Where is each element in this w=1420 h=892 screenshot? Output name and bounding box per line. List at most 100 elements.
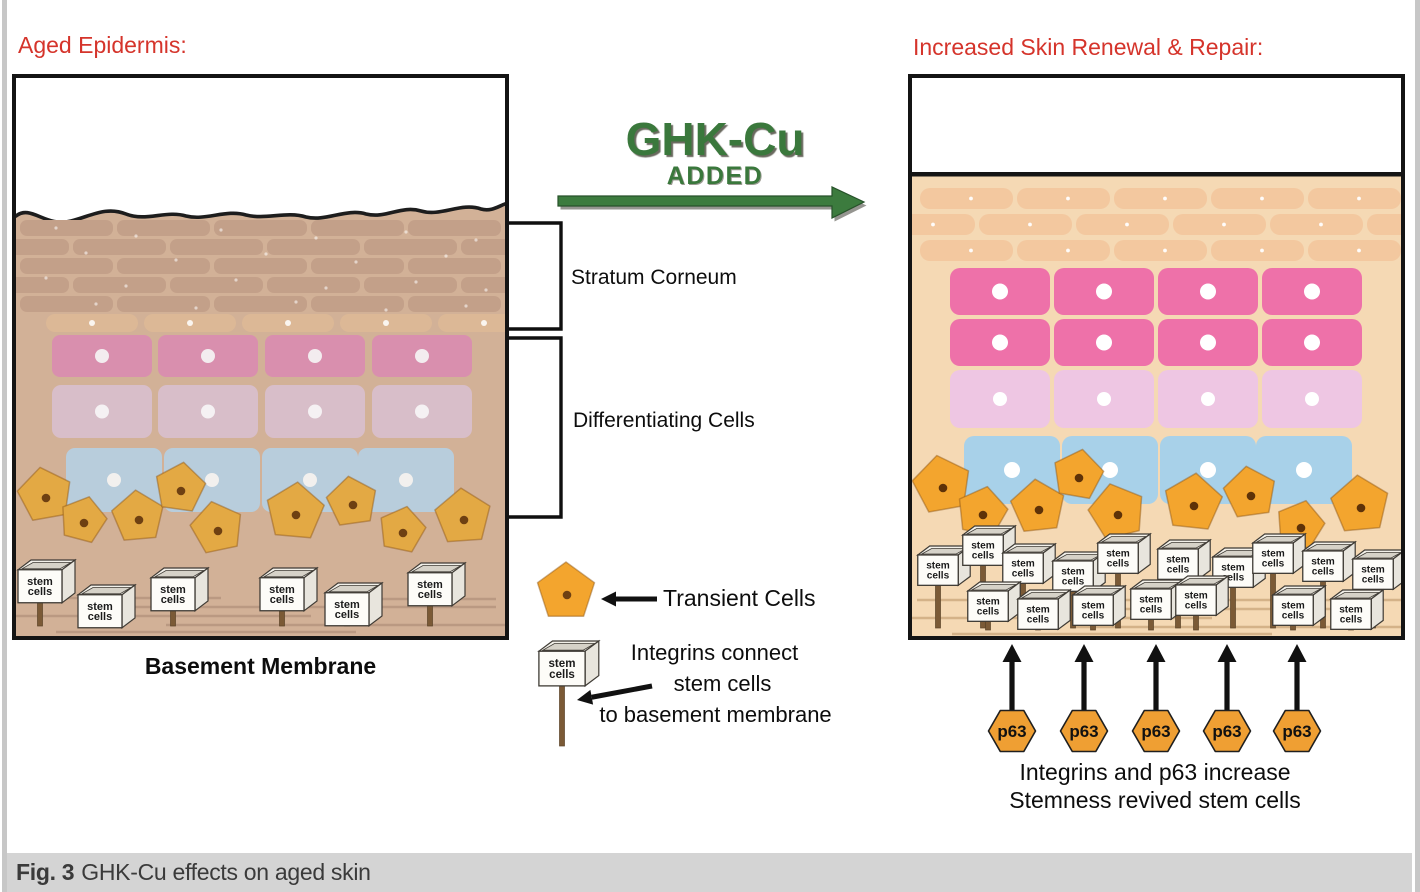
integrin-stick — [37, 600, 43, 627]
differentiating-cells-bracket — [509, 336, 563, 519]
transient-cell — [110, 489, 164, 541]
ghk-added-arrow — [557, 186, 866, 219]
p63-hexagon: p63 — [1059, 709, 1109, 753]
left-page-edge — [2, 0, 7, 892]
integrin-stick — [427, 603, 433, 627]
integrin-stick — [1230, 584, 1236, 629]
svg-text:p63: p63 — [1069, 722, 1098, 741]
integrins-label-line1: Integrins connect — [630, 640, 799, 665]
transient-cell — [1222, 465, 1276, 518]
figure-caption-number: Fig. 3 — [16, 859, 75, 885]
integrins-label-line3: to basement membrane — [599, 702, 832, 727]
transient-cell — [1330, 474, 1389, 532]
p63-hexagon: p63 — [987, 709, 1037, 753]
integrin-stick — [559, 683, 565, 747]
p63-hexagon: p63 — [1272, 709, 1322, 753]
ghk-arrow-shadow — [560, 190, 867, 222]
skin-surface-line — [912, 172, 1401, 177]
p63-note-line2: Stemness revived stem cells — [1009, 787, 1301, 813]
granular-brick-row — [46, 314, 505, 332]
light-pink-cell-row — [52, 385, 472, 438]
light-pink-cell-row — [950, 370, 1362, 428]
renewal-repair-title: Increased Skin Renewal & Repair: — [913, 34, 1264, 60]
skin-surface-line — [16, 202, 505, 225]
ghk-cu-heading: GHK-Cu — [625, 113, 805, 165]
stratum-corneum-label: Stratum Corneum — [571, 266, 737, 289]
integrin-stick — [935, 582, 941, 629]
svg-text:p63: p63 — [1141, 722, 1170, 741]
transient-cell-legend-icon — [536, 561, 596, 618]
transient-cell — [380, 505, 427, 553]
pink-cell-row-2 — [950, 319, 1362, 366]
pointer-arrow — [601, 591, 657, 607]
p63-hexagon: p63 — [1131, 709, 1181, 753]
up-arrow — [1287, 644, 1307, 712]
basement-membrane-label: Basement Membrane — [144, 653, 377, 679]
transient-cell — [266, 481, 325, 539]
transient-cell — [912, 454, 970, 513]
p63-hexagon: p63 — [1202, 709, 1252, 753]
transient-cell — [189, 500, 242, 554]
p63-note-line1: Integrins and p63 increase — [1019, 759, 1291, 785]
aged-epidermis-title: Aged Epidermis: — [18, 32, 187, 58]
transient-cell — [16, 466, 71, 521]
up-arrow — [1146, 644, 1166, 712]
svg-text:p63: p63 — [1212, 722, 1241, 741]
right-page-edge — [1415, 0, 1420, 892]
stratum-corneum-bricks — [16, 220, 505, 312]
transient-cell — [62, 496, 108, 544]
integrins-label-line2: stem cells — [673, 671, 772, 696]
pink-cell-row-1 — [950, 268, 1362, 315]
transient-cell — [958, 485, 1009, 537]
pink-cell-row — [52, 335, 472, 377]
transient-cell — [1009, 478, 1065, 532]
transient-cell — [1164, 472, 1224, 530]
stratum-corneum-bricks — [912, 188, 1401, 261]
svg-text:p63: p63 — [1282, 722, 1311, 741]
figure-caption-text: GHK-Cu effects on aged skin — [81, 859, 371, 885]
up-arrow — [1217, 644, 1237, 712]
up-arrow — [1074, 644, 1094, 712]
